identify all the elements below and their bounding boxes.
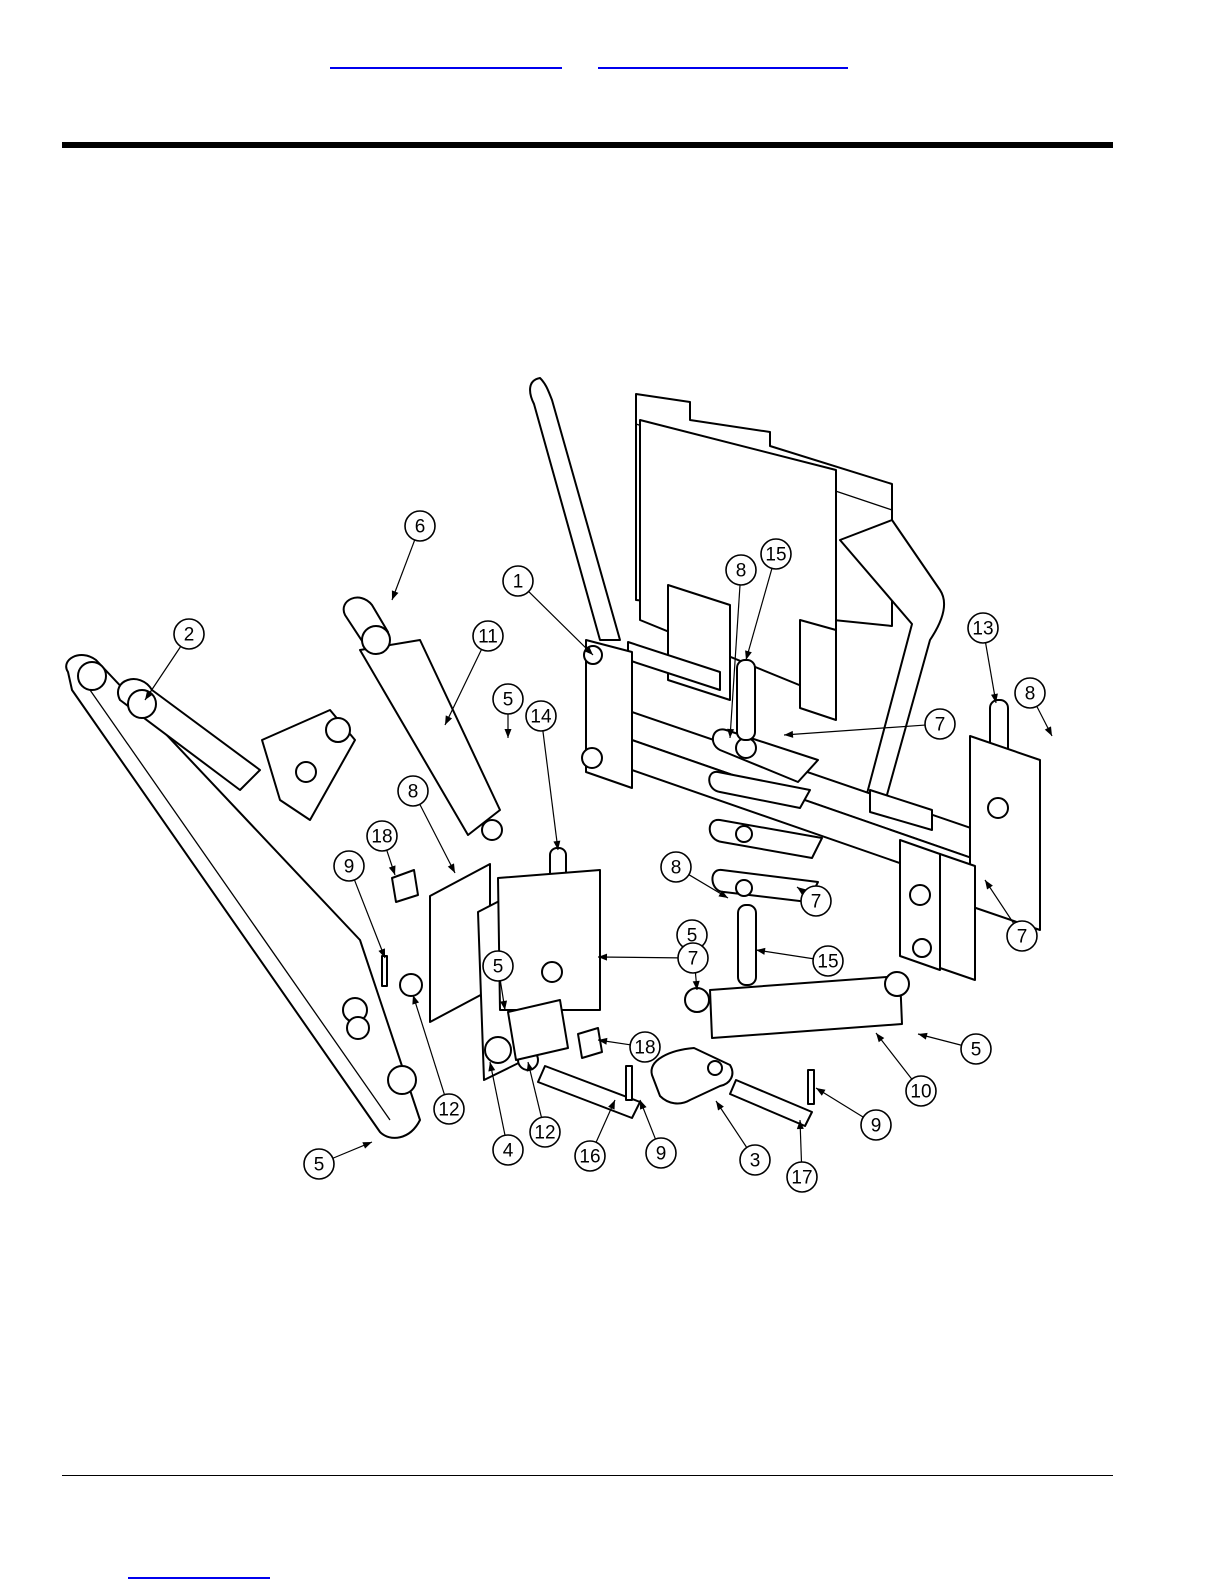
main-arm [66,655,420,1138]
callout-number: 8 [1025,684,1036,705]
callout-arrowhead [505,729,512,738]
callout-17: 17 [787,1120,817,1192]
callout-number: 12 [438,1100,459,1121]
callout-number: 7 [1017,927,1028,948]
callout-6: 6 [392,511,435,600]
callout-number: 7 [935,715,946,736]
callout-number: 8 [408,782,419,803]
callout-arrowhead [716,1101,724,1110]
callout-number: 2 [184,625,195,646]
callout-5: 5 [493,684,523,738]
callout-number: 14 [530,707,552,728]
callout-number: 15 [817,952,838,973]
callout-15: 15 [756,946,843,976]
callout-number: 8 [671,858,682,879]
callout-number: 13 [972,619,993,640]
callout-leader [598,957,678,958]
callout-arrowhead [1045,726,1052,736]
callout-leader [145,646,181,700]
callout-number: 5 [503,690,514,711]
footer-rule [62,1475,1113,1476]
callout-18: 18 [367,821,397,875]
callout-8: 8 [1015,678,1052,736]
cylinder-lower [685,972,909,1038]
callout-arrowhead [816,1088,825,1096]
callout-number: 15 [765,545,786,566]
callout-leader [529,592,593,655]
callout-arrowhead [448,863,455,873]
callout-number: 10 [910,1082,931,1103]
callout-7: 7 [784,709,955,739]
callout-10: 10 [876,1033,936,1106]
callout-number: 18 [634,1038,655,1059]
callout-number: 9 [344,857,355,878]
callout-leader [543,731,558,850]
callout-number: 7 [811,892,822,913]
callout-18: 18 [598,1032,660,1062]
callout-5: 5 [304,1142,372,1179]
callout-number: 12 [534,1123,555,1144]
callout-number: 1 [513,572,524,593]
callout-9: 9 [640,1100,676,1168]
callout-arrowhead [784,731,793,738]
callout-number: 9 [871,1116,882,1137]
callout-1: 1 [503,566,593,655]
callout-number: 16 [579,1147,600,1168]
callout-arrowhead [362,1142,372,1149]
callout-leader [986,643,996,703]
callout-number: 4 [503,1141,514,1162]
callout-arrowhead [918,1033,928,1040]
callout-leader [445,650,481,725]
callout-arrowhead [876,1033,884,1042]
callout-3: 3 [716,1101,770,1175]
footer-link[interactable] [128,1577,270,1579]
callout-arrowhead [392,590,399,600]
callout-number: 7 [688,949,699,970]
callout-number: 5 [971,1040,982,1061]
callout-number: 6 [415,517,426,538]
callout-4: 4 [488,1062,523,1165]
callout-2: 2 [145,619,204,700]
callout-arrowhead [756,948,765,955]
callout-leader [392,540,415,600]
callout-arrowhead [412,995,419,1005]
callout-arrowhead [640,1100,647,1110]
callout-number: 17 [791,1168,812,1189]
callout-number: 3 [750,1151,761,1172]
callout-7: 7 [598,943,708,973]
callout-number: 5 [493,957,504,978]
callout-9: 9 [816,1088,891,1140]
callout-number: 5 [314,1155,325,1176]
callout-14: 14 [526,701,560,850]
callout-arrowhead [389,865,396,875]
callout-number: 18 [371,827,392,848]
callout-13: 13 [968,613,998,703]
callout-5: 5 [918,1033,991,1064]
callout-16: 16 [575,1100,615,1171]
callout-number: 9 [656,1144,667,1165]
callout-number: 8 [736,561,747,582]
callout-7: 7 [797,886,831,916]
callout-leader [420,804,455,873]
callout-number: 11 [478,627,498,648]
